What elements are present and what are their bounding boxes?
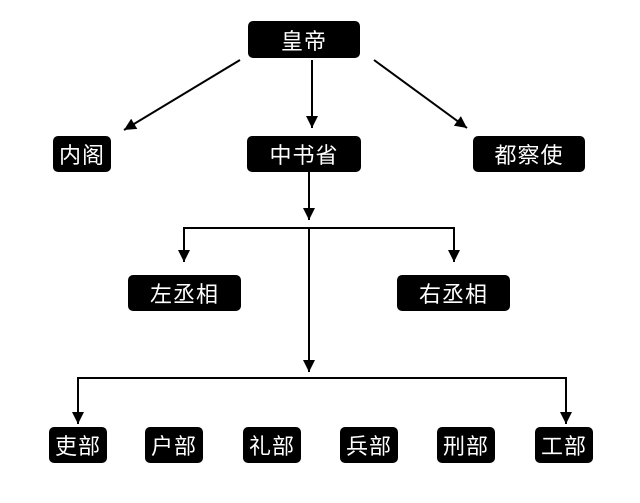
node-ministry-rites-label: 礼部	[248, 435, 295, 460]
node-ministry-works: 工部	[535, 427, 593, 463]
node-ministry-rites: 礼部	[243, 427, 301, 463]
node-ministry-war: 兵部	[340, 427, 398, 463]
ministries-bracket	[77, 377, 567, 418]
node-right-chancellor-label: 右丞相	[418, 283, 488, 308]
node-ministry-justice: 刑部	[437, 427, 495, 463]
node-censorate-label: 都察使	[494, 144, 564, 169]
node-ministry-personnel: 吏部	[49, 427, 107, 463]
node-grand-secretariat-label: 内阁	[58, 144, 105, 169]
node-central-secretariat-label: 中书省	[269, 144, 339, 169]
node-ministry-justice-label: 刑部	[442, 435, 489, 460]
node-right-chancellor: 右丞相	[397, 275, 510, 311]
arrow-emperor-to-censorate	[373, 59, 468, 129]
node-emperor: 皇帝	[248, 21, 360, 58]
node-left-chancellor: 左丞相	[128, 275, 241, 311]
node-central-secretariat: 中书省	[247, 136, 361, 172]
node-censorate: 都察使	[473, 136, 585, 172]
node-ministry-revenue: 户部	[145, 427, 203, 463]
node-emperor-label: 皇帝	[280, 29, 327, 55]
node-ministry-revenue-label: 户部	[150, 435, 197, 460]
chancellor-bracket	[183, 227, 455, 258]
node-ministry-war-label: 兵部	[345, 435, 392, 460]
node-grand-secretariat: 内阁	[53, 136, 111, 172]
arrow-emperor-to-grand-secretariat	[123, 59, 241, 131]
node-ministry-works-label: 工部	[540, 435, 587, 460]
node-ministry-personnel-label: 吏部	[54, 435, 101, 460]
node-left-chancellor-label: 左丞相	[149, 283, 219, 308]
